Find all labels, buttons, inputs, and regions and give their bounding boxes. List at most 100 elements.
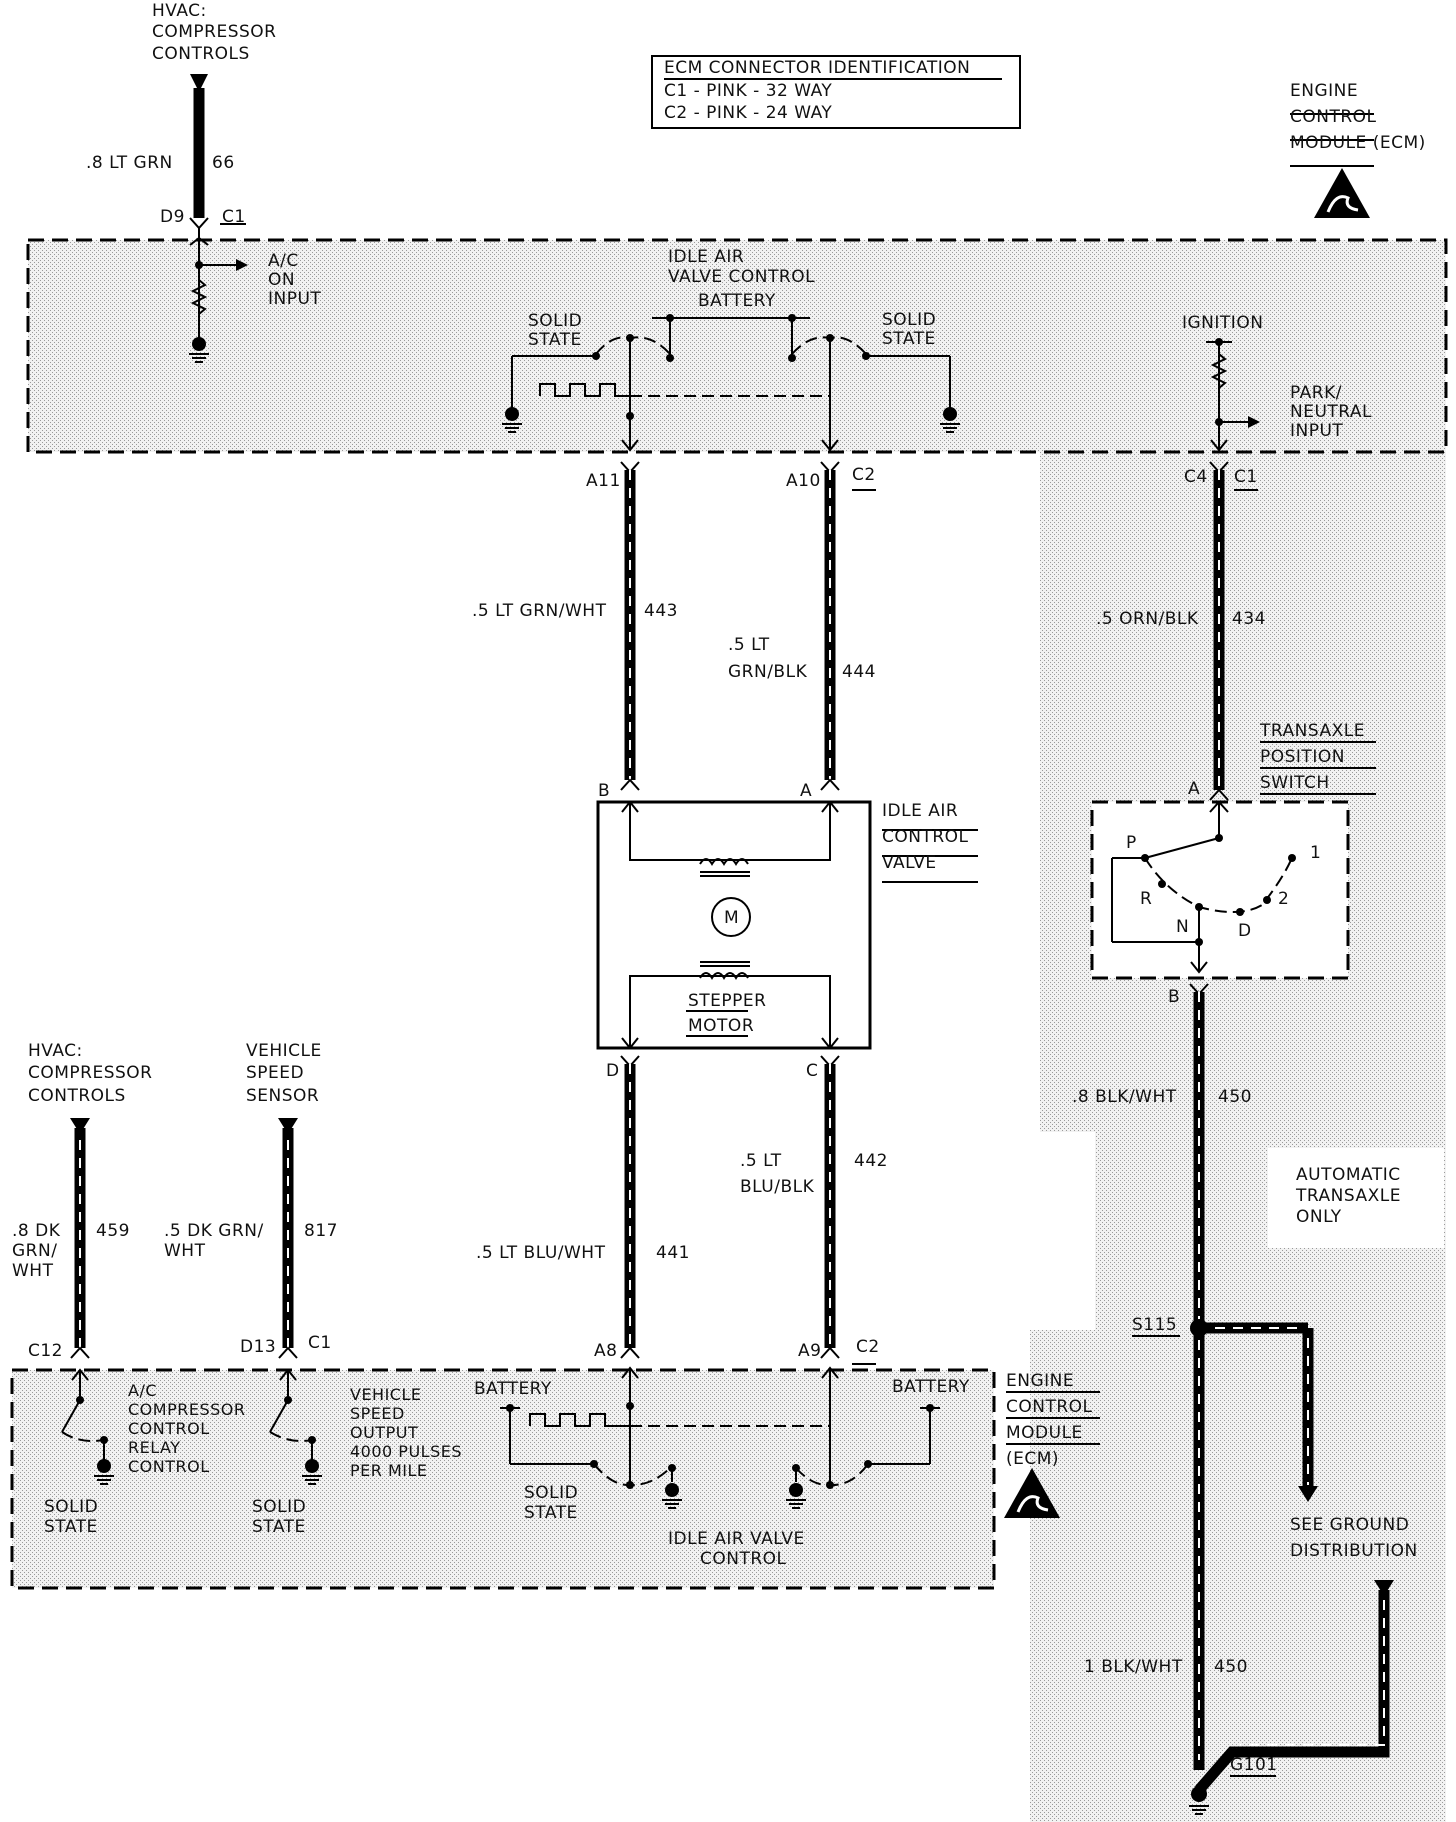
pin-c: C xyxy=(806,1061,818,1081)
pin-a11: A11 xyxy=(586,471,621,491)
svg-text:IDLE AIR VALVE: IDLE AIR VALVE xyxy=(668,1529,805,1549)
motor-icon: M xyxy=(724,908,739,928)
svg-text:C2 - PINK - 24 WAY: C2 - PINK - 24 WAY xyxy=(664,103,832,123)
svg-text:STATE: STATE xyxy=(882,329,936,349)
esd-icon xyxy=(1314,168,1370,218)
tps-label: TRANSAXLE POSITION SWITCH xyxy=(1259,721,1364,793)
circuit-66-label: 66 xyxy=(212,153,235,173)
solid-state-label: SOLID STATE xyxy=(882,310,936,349)
pin-d9: D9 xyxy=(160,207,185,227)
connector-c1: C1 xyxy=(1234,467,1258,487)
pin-a: A xyxy=(1188,779,1200,799)
solid-state-label: SOLID STATE xyxy=(44,1497,98,1537)
solid-state-label: SOLID STATE xyxy=(252,1497,306,1537)
svg-text:RELAY: RELAY xyxy=(128,1438,180,1457)
ignition-label: IGNITION xyxy=(1182,313,1263,333)
label-underlines xyxy=(220,113,1376,1777)
ac-on-input-label: A/C ON INPUT xyxy=(268,251,321,309)
ecm-bottom-label: ENGINE CONTROL MODULE (ECM) xyxy=(1006,1371,1092,1469)
svg-text:VALVE: VALVE xyxy=(882,853,937,873)
svg-text:CONTROL: CONTROL xyxy=(882,827,969,847)
svg-text:CONTROL: CONTROL xyxy=(1290,107,1377,127)
battery-label: BATTERY xyxy=(474,1379,552,1399)
wire-444-label: GRN/BLK xyxy=(728,662,808,682)
svg-text:STEPPER: STEPPER xyxy=(688,991,766,1011)
svg-text:2: 2 xyxy=(1278,889,1289,909)
wire-443-label: .5 LT GRN/WHT xyxy=(472,601,607,621)
pin-c12: C12 xyxy=(28,1341,63,1361)
svg-text:CONTROLS: CONTROLS xyxy=(152,44,250,64)
svg-text:4000 PULSES: 4000 PULSES xyxy=(350,1442,462,1461)
auto-only-label: AUTOMATIC TRANSAXLE ONLY xyxy=(1295,1165,1401,1227)
stepper-motor-label: STEPPER MOTOR xyxy=(688,991,766,1036)
svg-text:.8 DK: .8 DK xyxy=(12,1221,61,1241)
svg-text:SEE GROUND: SEE GROUND xyxy=(1290,1515,1409,1535)
svg-text:ENGINE: ENGINE xyxy=(1006,1371,1074,1391)
ecm-top-label: ENGINE CONTROL MODULE (ECM) xyxy=(1290,81,1425,153)
svg-text:R: R xyxy=(1140,889,1152,909)
svg-text:SOLID: SOLID xyxy=(882,310,936,330)
pin-b: B xyxy=(1168,987,1180,1007)
svg-text:VALVE CONTROL: VALVE CONTROL xyxy=(668,267,815,287)
svg-text:SOLID: SOLID xyxy=(524,1483,578,1503)
svg-text:ONLY: ONLY xyxy=(1296,1207,1342,1227)
ground-g101-label: G101 xyxy=(1230,1755,1278,1775)
svg-text:TRANSAXLE: TRANSAXLE xyxy=(1295,1186,1401,1206)
svg-text:DISTRIBUTION: DISTRIBUTION xyxy=(1290,1541,1418,1561)
svg-text:SPEED: SPEED xyxy=(246,1063,304,1083)
wire-434-label: .5 ORN/BLK xyxy=(1096,609,1199,629)
wire-443 xyxy=(620,461,640,791)
connector-c2: C2 xyxy=(856,1337,880,1357)
wire-817 xyxy=(278,1118,298,1359)
svg-text:CONTROL: CONTROL xyxy=(128,1457,210,1476)
svg-text:A/C: A/C xyxy=(268,251,299,271)
splice-label: S115 xyxy=(1132,1315,1177,1335)
svg-text:IDLE AIR: IDLE AIR xyxy=(668,247,744,267)
iac-valve-label: IDLE AIR CONTROL VALVE xyxy=(882,801,969,873)
ecm-top-shade xyxy=(28,240,1446,1822)
svg-text:HVAC:: HVAC: xyxy=(152,1,207,21)
svg-text:MOTOR: MOTOR xyxy=(688,1016,754,1036)
svg-text:ECM CONNECTOR IDENTIFICATION: ECM CONNECTOR IDENTIFICATION xyxy=(664,58,970,78)
wire-450-label: 1 BLK/WHT xyxy=(1084,1657,1183,1677)
wire-459-label: .8 DK GRN/ WHT xyxy=(12,1221,61,1281)
svg-text:ENGINE: ENGINE xyxy=(1290,81,1358,101)
svg-text:STATE: STATE xyxy=(524,1503,578,1523)
ecm-bottom-boundary xyxy=(10,1368,996,1590)
svg-text:1: 1 xyxy=(1310,843,1321,863)
circuit-459-label: 459 xyxy=(96,1221,130,1241)
svg-text:PARK/: PARK/ xyxy=(1290,383,1342,403)
svg-text:POSITION: POSITION xyxy=(1260,747,1345,767)
pin-c4: C4 xyxy=(1184,467,1208,487)
circuit-817-label: 817 xyxy=(304,1221,338,1241)
svg-text:P: P xyxy=(1126,833,1137,853)
ac-on-input-circuit xyxy=(188,228,248,363)
svg-text:STATE: STATE xyxy=(252,1517,306,1537)
pin-d: D xyxy=(606,1061,620,1081)
connector-id-box xyxy=(651,55,1021,129)
iac-top-circuit xyxy=(501,314,961,452)
hvac-top-label: HVAC: COMPRESSOR CONTROLS xyxy=(152,1,276,64)
svg-text:SPEED: SPEED xyxy=(350,1404,405,1423)
svg-text:VEHICLE: VEHICLE xyxy=(350,1385,422,1404)
svg-text:CONTROL: CONTROL xyxy=(700,1549,787,1569)
wire-441-label: .5 LT BLU/WHT xyxy=(476,1243,606,1263)
wire-66-label: .8 LT GRN xyxy=(86,153,173,173)
circuit-441-label: 441 xyxy=(656,1243,690,1263)
wire-444-label: .5 LT xyxy=(728,635,770,655)
vs-output-circuit xyxy=(269,1368,323,1485)
svg-text:D: D xyxy=(1238,921,1252,941)
svg-text:MODULE: MODULE xyxy=(1006,1423,1083,1443)
svg-text:VEHICLE: VEHICLE xyxy=(246,1041,322,1061)
wire-442-label: BLU/BLK xyxy=(740,1177,815,1197)
transaxle-position-switch xyxy=(1090,800,1350,980)
iac-valve-box xyxy=(596,800,872,1050)
pin-b: B xyxy=(598,781,610,801)
circuit-442-label: 442 xyxy=(854,1151,888,1171)
park-neutral-circuit xyxy=(1206,338,1260,452)
circuit-434-label: 434 xyxy=(1232,609,1266,629)
vs-output-label: VEHICLE SPEED OUTPUT 4000 PULSES PER MIL… xyxy=(350,1385,462,1480)
svg-text:SOLID: SOLID xyxy=(252,1497,306,1517)
connector-c2: C2 xyxy=(852,465,876,485)
